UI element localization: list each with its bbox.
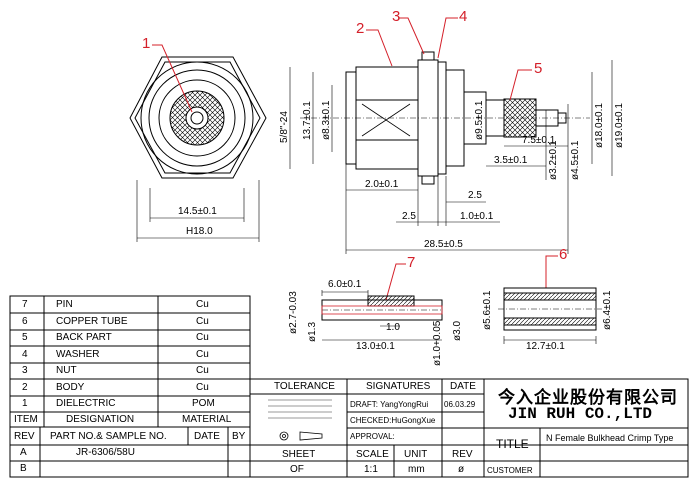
title-block-lines — [9, 378, 689, 478]
diel-top: 6.0±0.1 — [328, 279, 362, 290]
scale-value: 1:1 — [364, 464, 378, 475]
draft-signature: DRAFT: YangYongRui — [350, 400, 429, 409]
side-l4: 2.5 — [468, 190, 482, 201]
side-view — [300, 51, 590, 185]
front-hex-dim: H18.0 — [186, 226, 213, 237]
dielectric-view — [321, 290, 443, 341]
of-label: OF — [290, 464, 304, 475]
part-header: PART NO.& SAMPLE NO. — [50, 431, 167, 442]
bom-designation: PIN — [56, 299, 73, 310]
callout-1: 1 — [142, 35, 151, 52]
diel-l1: 1.0 — [386, 322, 400, 333]
diel-l2: 13.0±0.1 — [356, 341, 395, 352]
tolerance-label: TOLERANCE — [274, 381, 335, 392]
approval-label: APPROVAL: — [350, 432, 395, 441]
customer-label: CUSTOMER — [487, 466, 533, 475]
side-d2: ø8.3±0.1 — [321, 100, 332, 140]
diel-d2: ø1.3 — [307, 321, 318, 342]
bom-item: 6 — [22, 316, 28, 327]
side-l5: 2.5 — [402, 211, 416, 222]
callout-leaders — [366, 17, 558, 301]
company-name-cn: 今入企业股份有限公司 — [498, 388, 678, 408]
checked-signature: CHECKED:HuGongXue — [350, 416, 436, 425]
date-header: DATE — [194, 431, 220, 442]
rev-label: REV — [452, 449, 473, 460]
side-d6: ø18.0±0.1 — [594, 103, 605, 148]
callout-7: 7 — [407, 254, 416, 271]
tube-view — [498, 287, 602, 344]
tube-l1: 12.7±0.1 — [526, 341, 565, 352]
by-header: BY — [232, 431, 246, 442]
title-label: TITLE — [496, 437, 529, 451]
bom-item: 7 — [22, 299, 28, 310]
side-d1: 13.7±0.1 — [302, 101, 313, 140]
bom-item: 5 — [22, 332, 28, 343]
date-label: DATE — [450, 381, 476, 392]
thread-dim: 5/8"-24 — [279, 111, 290, 143]
bom-designation: WASHER — [56, 349, 100, 360]
bom-material: POM — [192, 398, 215, 409]
bom-material: Cu — [196, 365, 209, 376]
title-value: N Female Bulkhead Crimp Type — [546, 433, 674, 443]
date-value: 06.03.29 — [444, 400, 476, 409]
bom-header-item: ITEM — [14, 414, 38, 425]
bom-material: Cu — [196, 299, 209, 310]
rev-row-a: A — [20, 447, 27, 458]
rev-row-b: B — [20, 463, 27, 474]
callout-2: 2 — [356, 20, 365, 37]
callout-4: 4 — [459, 8, 468, 25]
tolerance-symbol — [268, 399, 332, 441]
diel-d1: ø2.7-0.03 — [288, 291, 299, 334]
scale-label: SCALE — [356, 449, 389, 460]
bom-material: Cu — [196, 349, 209, 360]
side-d5: ø4.5±0.1 — [570, 140, 581, 180]
side-d7: ø19.0±0.1 — [614, 103, 625, 148]
callout-6: 6 — [559, 246, 568, 263]
bom-item: 3 — [22, 365, 28, 376]
bom-designation: NUT — [56, 365, 77, 376]
bom-designation: BACK PART — [56, 332, 112, 343]
bom-header-material: MATERIAL — [182, 414, 232, 425]
side-l7: 28.5±0.5 — [424, 239, 463, 250]
bom-material: Cu — [196, 316, 209, 327]
company-name-en: JIN RUH CO.,LTD — [508, 405, 653, 423]
bom-designation: DIELECTRIC — [56, 398, 116, 409]
callout-3: 3 — [392, 8, 401, 25]
side-l2: 3.5±0.1 — [494, 155, 528, 166]
callout-5: 5 — [534, 60, 543, 77]
side-l3: 2.0±0.1 — [365, 179, 399, 190]
part-row-a: JR-6306/58U — [76, 447, 135, 458]
side-l6: 1.0±0.1 — [460, 211, 494, 222]
rev-header: REV — [14, 431, 35, 442]
bom-item: 4 — [22, 349, 28, 360]
signatures-label: SIGNATURES — [366, 381, 431, 392]
sheet-label: SHEET — [282, 449, 316, 460]
bom-designation: COPPER TUBE — [56, 316, 128, 327]
diel-d4: ø3.0 — [452, 320, 463, 341]
tube-d1: ø5.6±0.1 — [482, 290, 493, 330]
bom-designation: BODY — [56, 382, 85, 393]
bom-item: 1 — [22, 398, 28, 409]
callout-1-leader — [152, 44, 193, 113]
side-l1: 7.5±0.1 — [522, 135, 556, 146]
rev-value: ø — [458, 464, 465, 475]
unit-label: UNIT — [404, 449, 428, 460]
bom-item: 2 — [22, 382, 28, 393]
bom-header-designation: DESIGNATION — [66, 414, 135, 425]
bom-material: Cu — [196, 332, 209, 343]
bom-material: Cu — [196, 382, 209, 393]
diel-d3: ø1.0+0.05 — [432, 320, 443, 366]
tube-d2: ø6.4±0.1 — [602, 290, 613, 330]
front-view — [129, 56, 267, 242]
side-d3: ø9.5±0.1 — [474, 100, 485, 140]
front-width-dim: 14.5±0.1 — [178, 206, 217, 217]
side-view-dims — [289, 60, 613, 254]
unit-value: mm — [408, 464, 425, 475]
